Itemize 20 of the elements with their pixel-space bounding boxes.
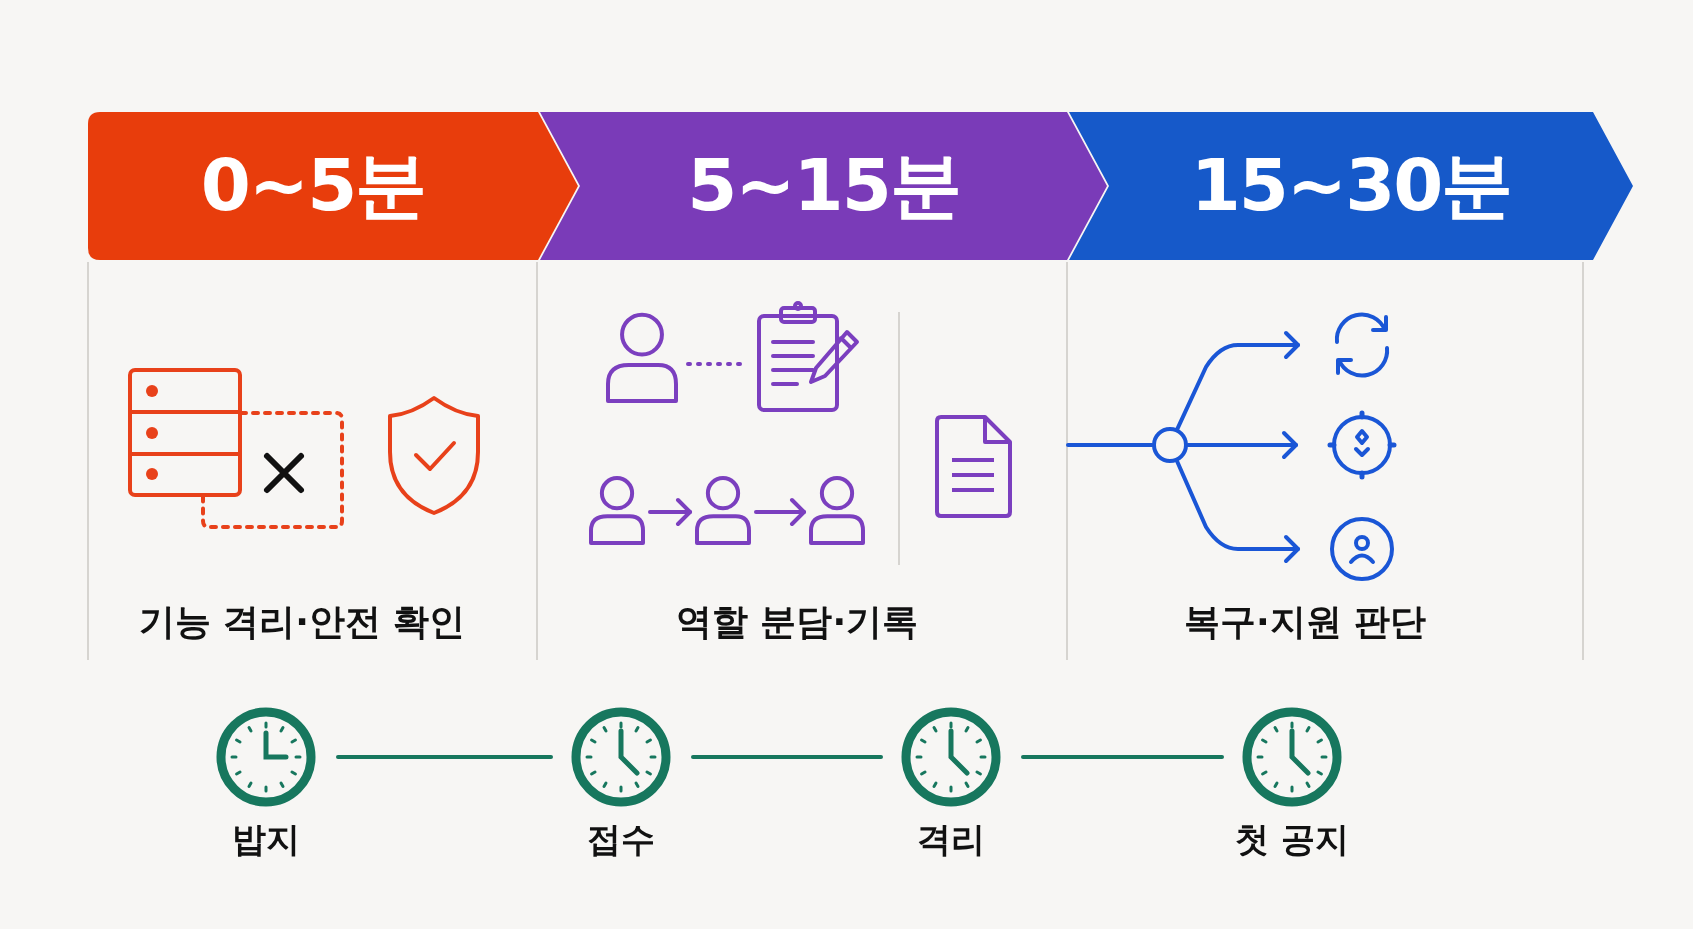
connector-line: [691, 755, 883, 759]
connector-line: [336, 755, 553, 759]
arrow: [648, 498, 692, 526]
connector-line: [1021, 755, 1224, 759]
arrow: [1175, 459, 1300, 563]
column-caption: 역할 분담·기록: [675, 600, 919, 644]
band-title: 15~30분: [1190, 142, 1512, 229]
band-title: 5~15분: [687, 142, 960, 229]
timeline-label: 격리: [917, 818, 985, 861]
arrow: [1175, 331, 1300, 431]
band-title: 0~5분: [200, 142, 426, 229]
column-caption: 기능 격리·안전 확인: [138, 600, 466, 644]
arrow: [1186, 431, 1298, 459]
timeline-label: 접수: [587, 818, 655, 861]
connector-line: [686, 362, 745, 366]
timeline-label: 첫 공지: [1235, 818, 1349, 861]
arrow: [754, 498, 806, 526]
column-caption: 복구·지원 판단: [1183, 600, 1427, 644]
connector-line: [1066, 443, 1154, 447]
timeline-label: 밥지: [232, 818, 300, 861]
